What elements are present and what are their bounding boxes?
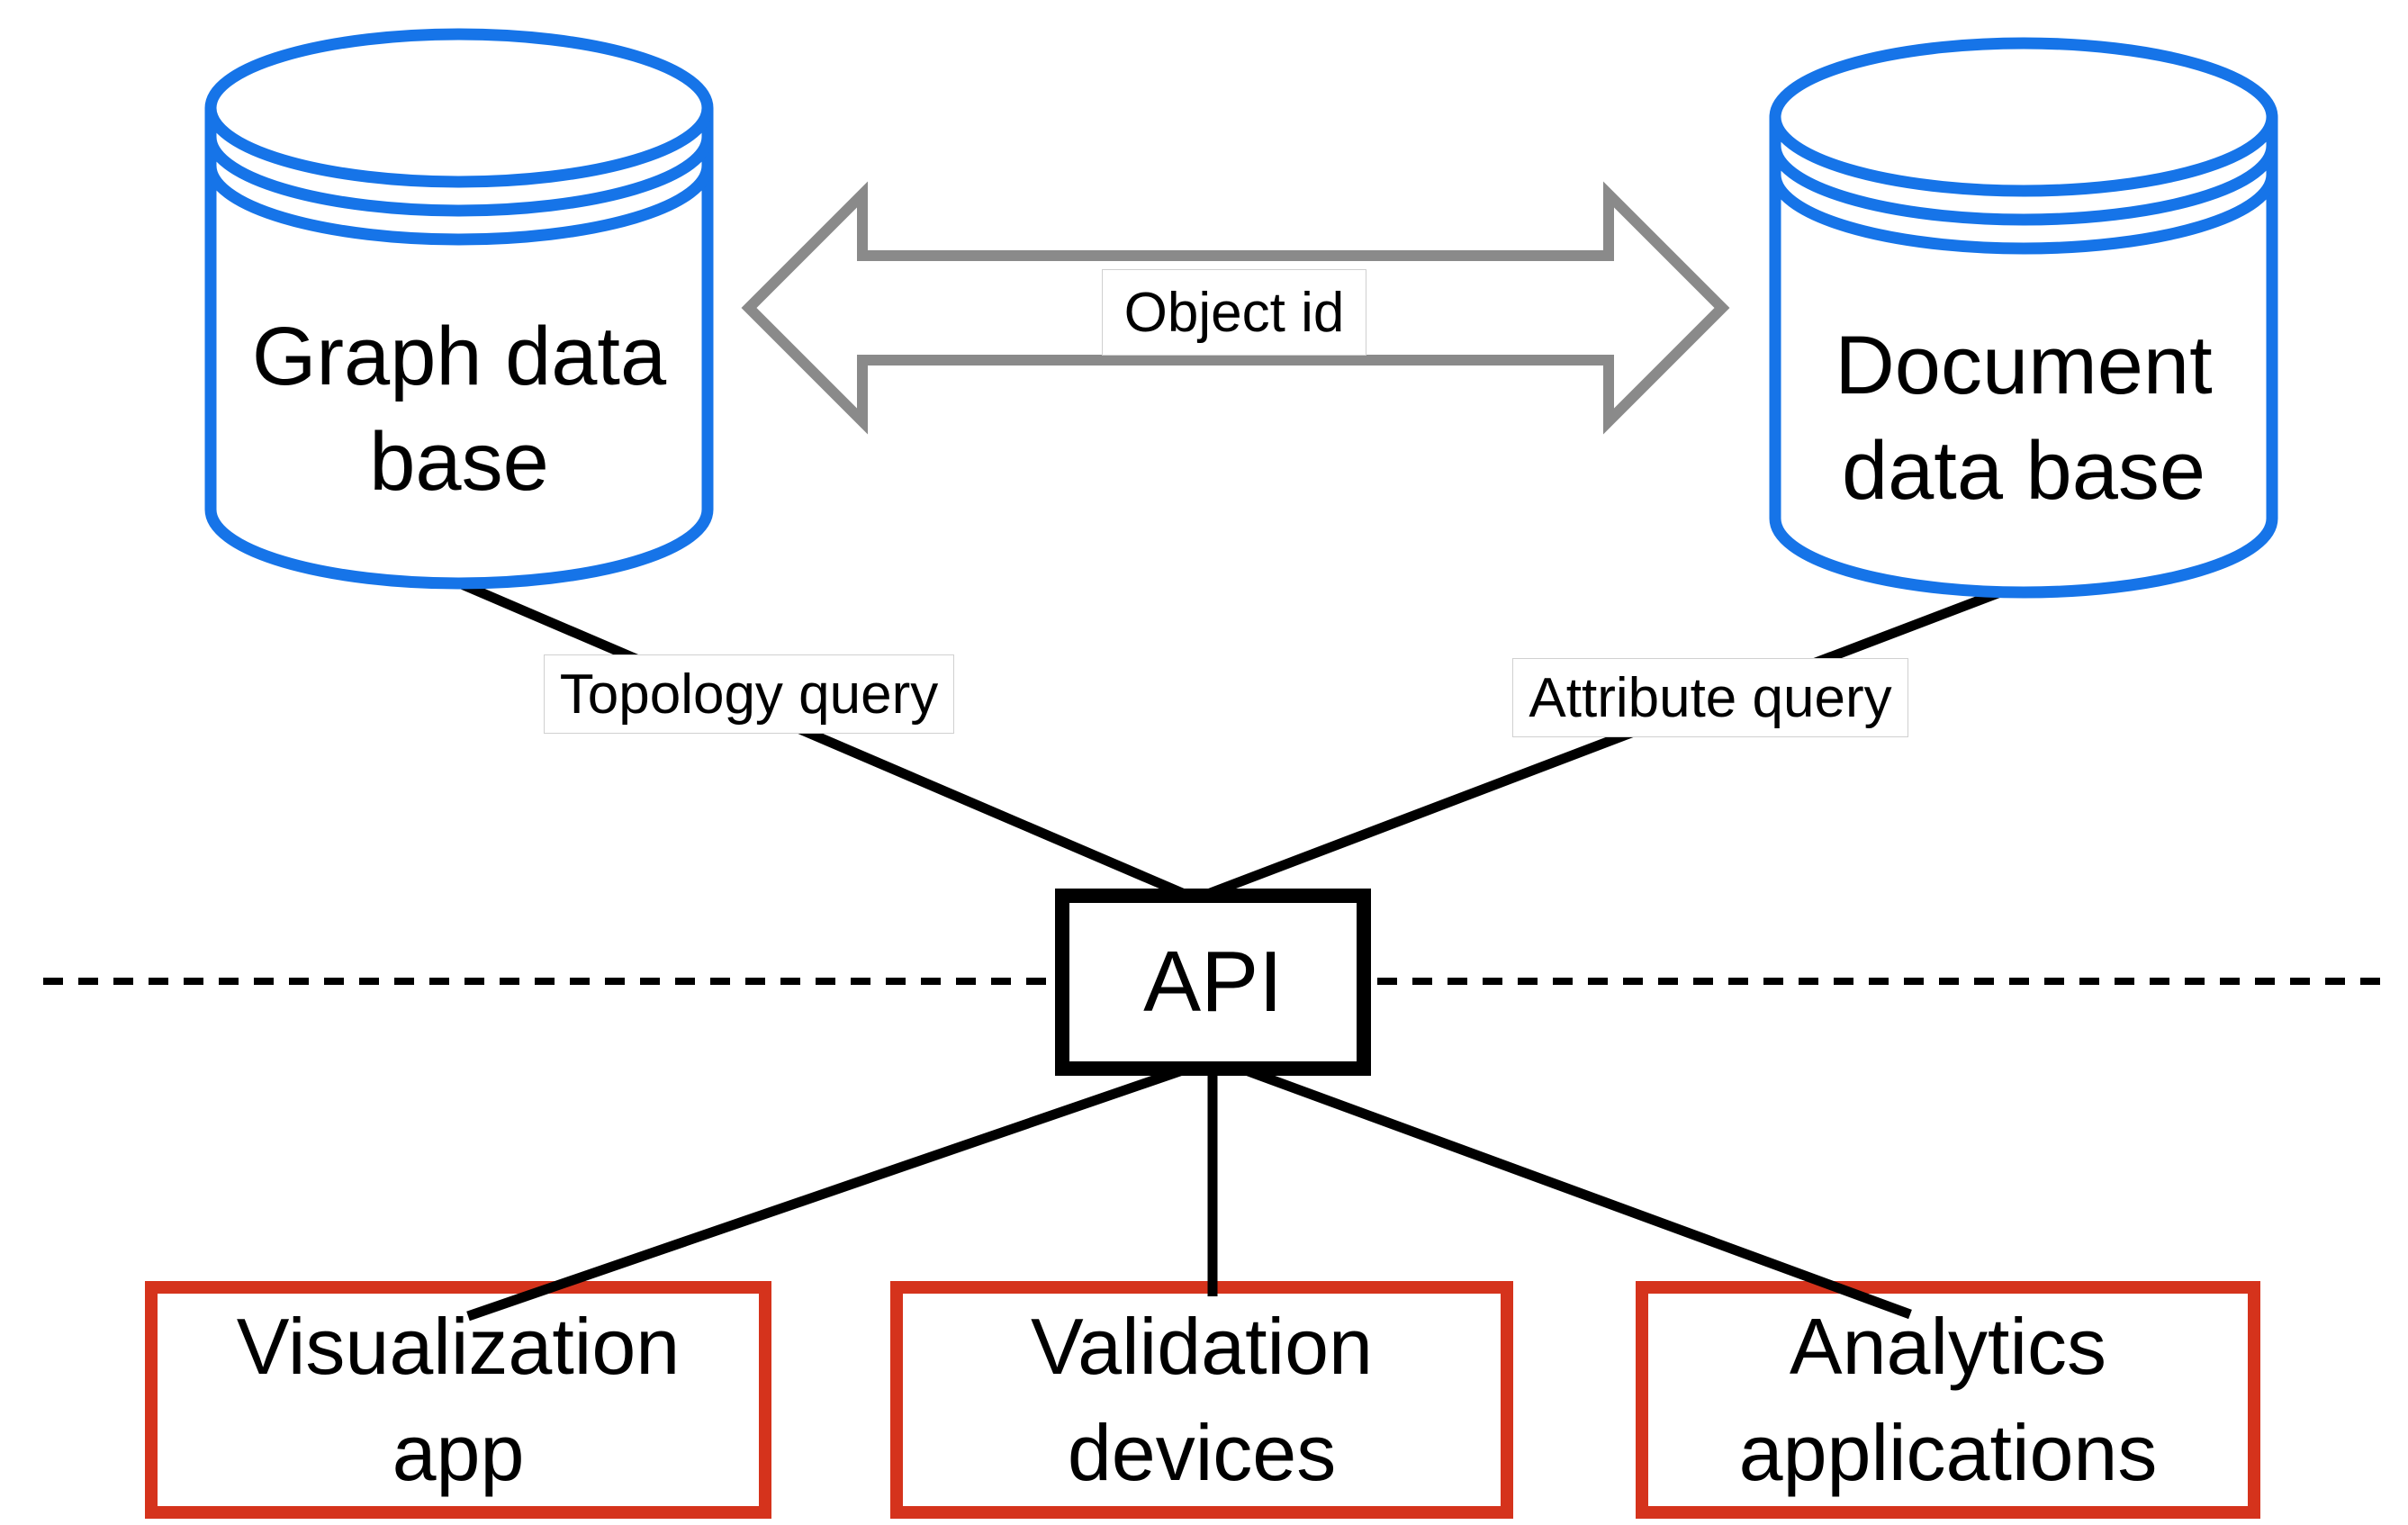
document-db-label-line1: Document (1835, 320, 2213, 411)
object-id-edge-label: Object id (1102, 269, 1366, 356)
analytics-applications-label-line1: Analytics (1789, 1302, 2107, 1391)
api-to-analytics-line (1237, 1062, 1912, 1320)
graph-db-band-2 (204, 165, 714, 246)
document-db-band-1 (1769, 145, 2278, 226)
graph-db-label-line1: Graph data (251, 311, 667, 402)
attribute-query-line (1161, 587, 2002, 916)
attribute-query-edge-label: Attribute query (1512, 658, 1908, 737)
graph-db-label-line2: base (369, 416, 549, 508)
document-db-band-2 (1769, 174, 2278, 255)
document-database-cylinder (1769, 37, 2278, 599)
api-label: API (1143, 934, 1283, 1030)
validation-devices-label-line1: Validation (1031, 1302, 1373, 1391)
document-db-label: Document data base (1775, 306, 2272, 531)
graph-db-label: Graph data base (211, 297, 708, 522)
validation-devices-label-line2: devices (1067, 1408, 1337, 1497)
analytics-applications-label-line2: applications (1738, 1408, 2158, 1497)
graph-database-cylinder (204, 28, 714, 590)
visualization-app-label-line2: app (392, 1408, 525, 1497)
graph-db-top (204, 28, 714, 188)
analytics-applications-box (1636, 1281, 2260, 1519)
validation-devices-label: Validation devices (909, 1300, 1494, 1500)
graph-db-band-1 (204, 136, 714, 217)
visualization-app-box (145, 1281, 771, 1519)
topology-query-edge-label: Topology query (544, 654, 954, 734)
document-db-top (1769, 37, 2278, 197)
visualization-app-label: Visualization app (164, 1300, 753, 1500)
document-db-label-line2: data base (1841, 425, 2206, 517)
validation-devices-box (890, 1281, 1513, 1519)
topology-query-line (440, 571, 1227, 916)
api-to-visualization-line (466, 1062, 1192, 1322)
api-box (1055, 889, 1371, 1076)
analytics-applications-label: Analytics applications (1655, 1300, 2241, 1500)
visualization-app-label-line1: Visualization (236, 1302, 681, 1391)
